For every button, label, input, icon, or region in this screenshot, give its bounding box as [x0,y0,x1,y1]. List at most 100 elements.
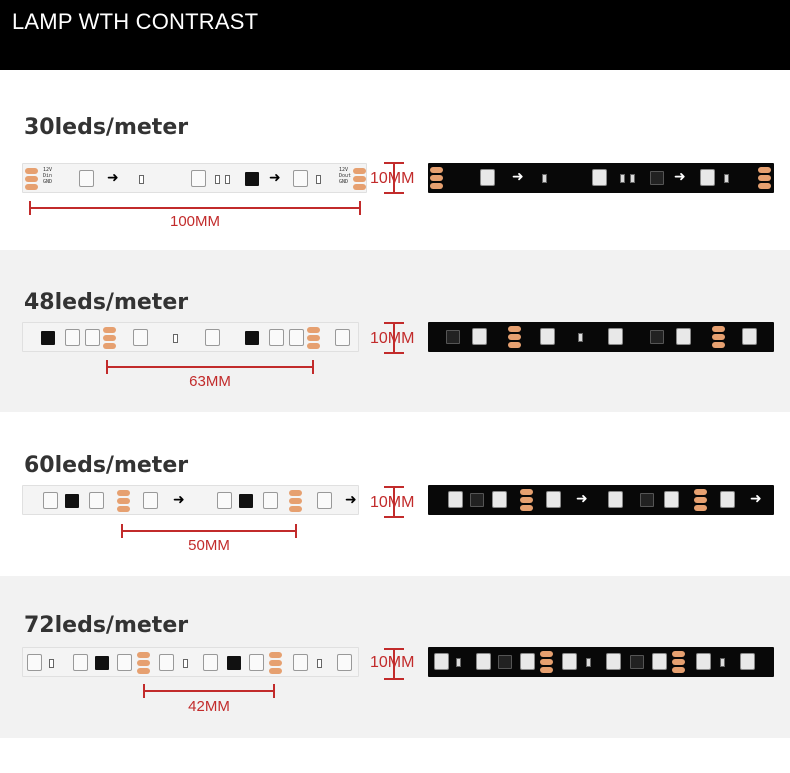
led [562,653,577,670]
led [289,329,304,346]
resistor [542,174,547,183]
arrow-right-icon: ➜ [512,169,524,185]
led [293,654,308,671]
resistor [183,659,188,668]
resistor [578,333,583,342]
ic-chip [640,493,654,507]
led [317,492,332,509]
solder-pad [137,660,150,666]
led [65,329,80,346]
dimension-line [122,530,296,532]
led [652,653,667,670]
led [89,492,104,509]
white-strip: ➜ ➜ [22,485,359,515]
led [492,491,507,508]
resistor [173,334,178,343]
led [742,328,757,345]
white-strip [22,647,359,677]
led [73,654,88,671]
solder-pad [353,184,366,190]
width-label: 10MM [370,330,415,347]
led [608,328,623,345]
solder-pad [672,659,685,665]
ic-chip [470,493,484,507]
solder-pad [430,175,443,181]
solder-pad [269,668,282,674]
led [676,328,691,345]
solder-pad [694,489,707,495]
led [43,492,58,509]
solder-pad [117,498,130,504]
led [79,170,94,187]
spacing-label: 42MM [188,698,230,715]
ic-chip [650,330,664,344]
resistor [215,175,220,184]
solder-pad [307,343,320,349]
led [606,653,621,670]
led [143,492,158,509]
led [664,491,679,508]
resistor [720,658,725,667]
resistor [724,174,729,183]
resistor [586,658,591,667]
led [740,653,755,670]
section-60leds: 60leds/meter ➜ ➜ 10MM ➜ [0,412,790,576]
dimension-line [107,366,313,368]
solder-pad [430,167,443,173]
arrow-right-icon: ➜ [345,492,357,508]
ic-chip [41,331,55,345]
led [540,328,555,345]
width-marker-line [393,322,395,354]
strip-label: 30leds/meter [24,115,189,140]
dimension-tick-right [359,201,361,215]
solder-pad [712,334,725,340]
black-strip [428,322,774,352]
solder-pad [307,327,320,333]
width-marker-bottom [384,352,404,354]
led [191,170,206,187]
ic-chip [245,331,259,345]
section-72leds: 72leds/meter 10MM [0,576,790,738]
solder-pad [758,167,771,173]
ic-chip [227,656,241,670]
arrow-right-icon: ➜ [750,491,762,507]
solder-pad [520,497,533,503]
arrow-right-icon: ➜ [269,170,281,186]
led [520,653,535,670]
led [203,654,218,671]
solder-pad [694,505,707,511]
solder-pad [712,342,725,348]
arrow-right-icon: ➜ [107,170,119,186]
led [337,654,352,671]
ic-chip [239,494,253,508]
dimension-tick-right [312,360,314,374]
header-title: LAMP WTH CONTRAST [12,9,259,34]
ic-chip [245,172,259,186]
strip-label: 48leds/meter [24,290,189,315]
solder-pad [137,652,150,658]
led [205,329,220,346]
resistor [49,659,54,668]
ic-chip [630,655,644,669]
solder-pad [712,326,725,332]
solder-pad [269,660,282,666]
solder-pad [508,326,521,332]
ic-chip [65,494,79,508]
solder-pad [540,651,553,657]
arrow-right-icon: ➜ [674,169,686,185]
solder-pad [672,651,685,657]
black-strip: ➜ ➜ [428,485,774,515]
spacing-label: 100MM [169,213,221,230]
led [480,169,495,186]
solder-pad [520,489,533,495]
solder-pad [540,659,553,665]
width-label: 10MM [370,170,415,187]
solder-pad [520,505,533,511]
solder-pad [353,176,366,182]
strip-label: 60leds/meter [24,453,189,478]
solder-pad [307,335,320,341]
led [159,654,174,671]
